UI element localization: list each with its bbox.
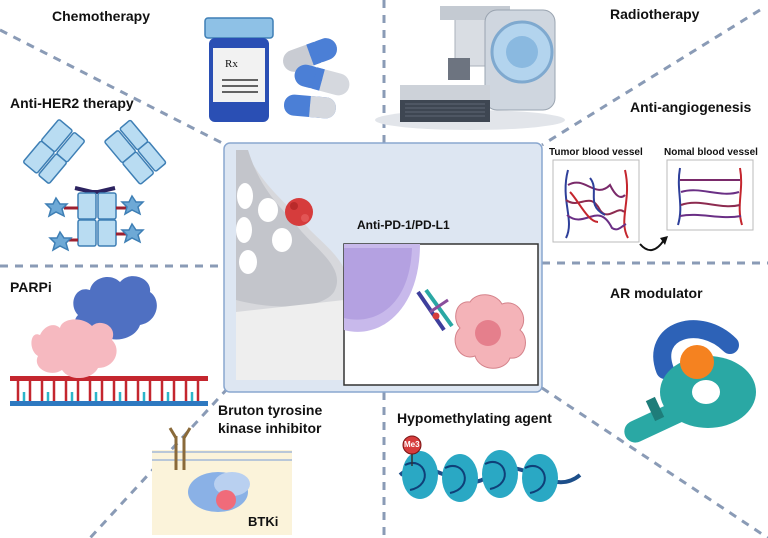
- rx-label: Rx: [225, 58, 238, 70]
- btk-label-line1: Bruton tyrosine: [218, 402, 323, 418]
- hypomethylating-label: Hypomethylating agent: [397, 410, 552, 426]
- divider-upper-left: [0, 28, 229, 148]
- btki-label: BTKi: [248, 514, 279, 529]
- btki-icon: [152, 427, 292, 535]
- anti-pd1-label: Anti-PD-1/PD-L1: [357, 218, 450, 232]
- chemotherapy-icon: [204, 17, 350, 122]
- btk-label-line2: kinase inhibitor: [218, 420, 322, 436]
- arrow-icon: [639, 239, 665, 251]
- tumor-vessel-panel: [552, 159, 640, 243]
- arrow-head-icon: [660, 236, 668, 245]
- anti-her2-label: Anti-HER2 therapy: [10, 95, 134, 111]
- radiotherapy-icon: [375, 6, 565, 130]
- divider-lower-right: [541, 386, 768, 538]
- parpi-label: PARPi: [10, 279, 52, 295]
- anti-her2-antibody-icon: [23, 119, 167, 252]
- hypomethylating-icon: [398, 435, 582, 502]
- radiotherapy-label: Radiotherapy: [610, 6, 700, 22]
- normal-vessel-label: Nomal blood vessel: [664, 147, 758, 158]
- divider-upper-right: [541, 8, 761, 147]
- divider-lower-left: [88, 386, 230, 538]
- parpi-icon: [10, 276, 208, 406]
- center-panel: [223, 142, 543, 393]
- tumor-vessel-label: Tumor blood vessel: [549, 147, 643, 158]
- me3-label: Me3: [404, 440, 420, 449]
- ar-modulator-label: AR modulator: [610, 285, 703, 301]
- anti-angiogenesis-label: Anti-angiogenesis: [630, 99, 752, 115]
- ar-modulator-icon: [624, 320, 756, 443]
- chemotherapy-label: Chemotherapy: [52, 8, 151, 24]
- normal-vessel-panel: [666, 159, 754, 231]
